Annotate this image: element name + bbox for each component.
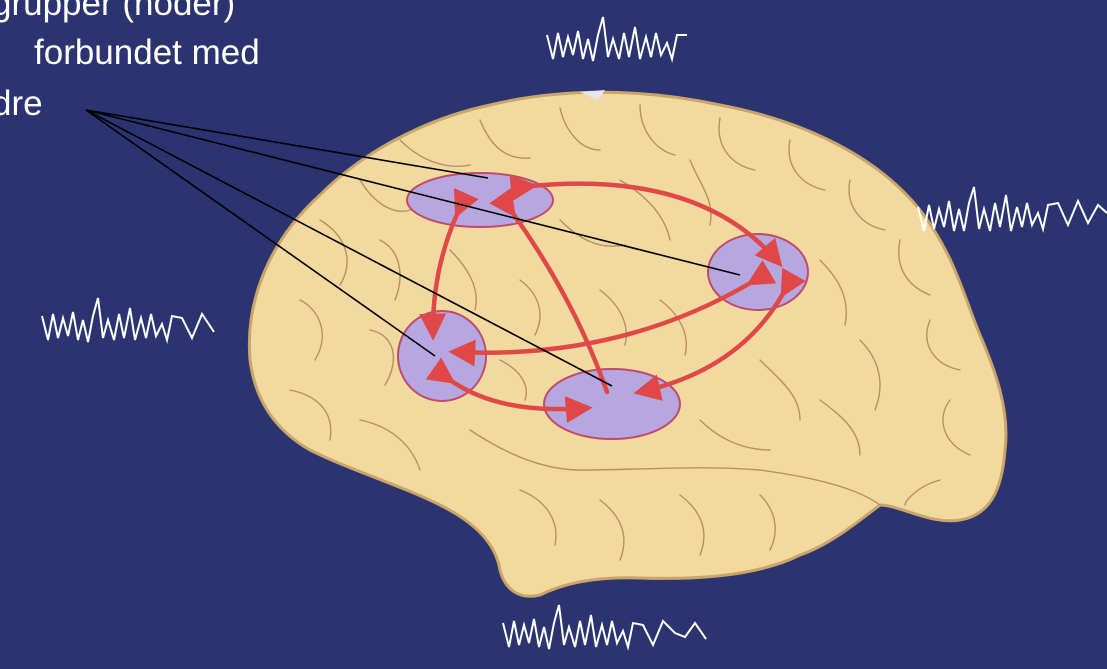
brain-outline xyxy=(249,92,1006,596)
brain-illustration xyxy=(249,90,1006,596)
eeg-waveform-icon xyxy=(918,187,1107,231)
node-temporal xyxy=(544,369,680,439)
eeg-waveform-icon xyxy=(503,605,706,649)
node-frontal-lower xyxy=(398,311,486,401)
node-frontal-top xyxy=(407,173,553,227)
eeg-waveform-icon xyxy=(547,17,687,61)
eeg-waveform-icon xyxy=(42,298,214,342)
